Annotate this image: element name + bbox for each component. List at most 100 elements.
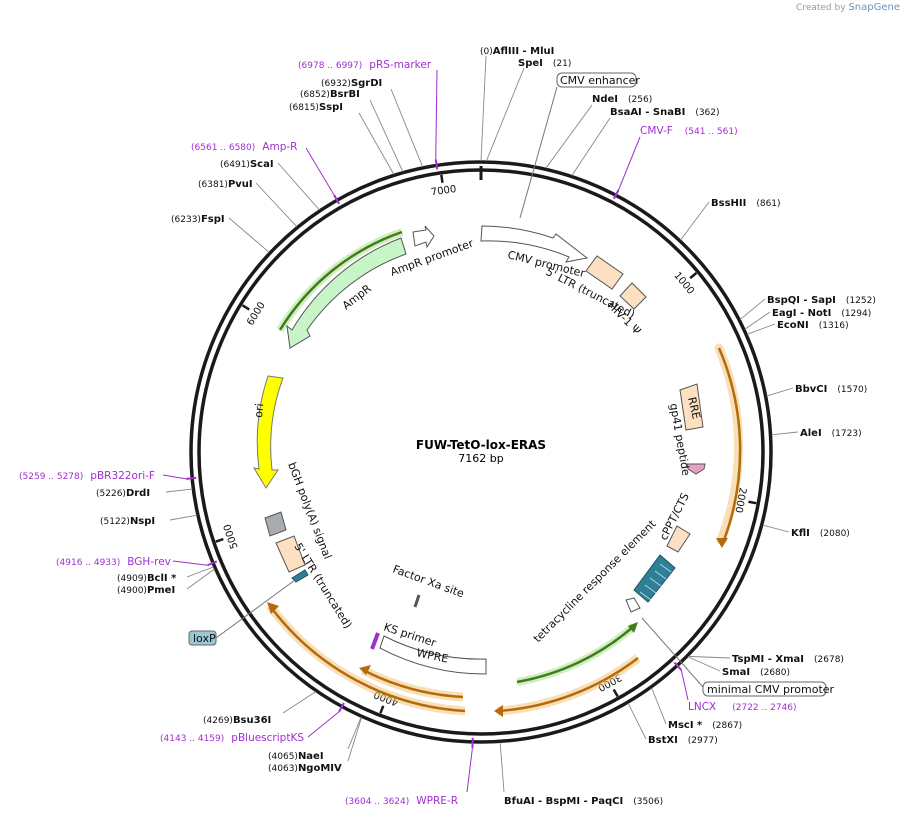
primer-pbluescriptks[interactable]: (4143 .. 4159) pBluescriptKS [160, 702, 345, 744]
site-leader [165, 488, 193, 493]
site-position: (6381) [198, 180, 228, 190]
bgh-polya-box[interactable] [264, 511, 287, 537]
site-bsaai[interactable]: BsaAI - SnaBI(362) [571, 107, 720, 176]
ltr-top-box[interactable] [585, 255, 624, 290]
site-pvui[interactable]: (6381)PvuI [198, 179, 298, 227]
orf-arc-bottom[interactable] [497, 657, 639, 713]
site-leader [651, 687, 667, 725]
site-bfuai[interactable]: BfuAI - BspMI - PaqCI(3506) [499, 742, 663, 807]
site-name: BstXI [648, 735, 678, 746]
tick-mark [612, 688, 619, 698]
gp41-arrow[interactable] [686, 463, 706, 475]
site-name: NdeI [592, 94, 618, 105]
tick-mark [689, 272, 698, 280]
tick-mark [241, 304, 250, 311]
site-bsrbi[interactable]: (6852)BsrBI [300, 89, 404, 172]
site-leader [480, 55, 487, 162]
site-econi[interactable]: EcoNI(1316) [746, 320, 849, 335]
site-leader [347, 716, 362, 750]
primer-range: (6561 .. 6580) [191, 143, 255, 153]
site-label: (4900)PmeI [117, 585, 175, 596]
primer-leader [305, 147, 335, 196]
primer-mark [207, 560, 218, 567]
primer-leader [172, 560, 208, 566]
orf-arrowhead-right [716, 538, 728, 548]
hiv-psi-box[interactable] [619, 282, 647, 310]
ltr-bottom-box[interactable] [275, 535, 306, 573]
primer-range: (4143 .. 4159) [160, 734, 224, 744]
site-sspi[interactable]: (6815)SspI [289, 102, 395, 175]
site-name: BfuAI - BspMI - PaqCI [504, 796, 623, 807]
minimal-cmv-box [702, 681, 827, 697]
site-position: (6852) [300, 90, 330, 100]
ampr-feature[interactable] [286, 237, 407, 349]
site-position: (4269) [203, 716, 233, 726]
primer-lncx[interactable]: LNCX(2722 .. 2746) [673, 661, 797, 713]
primer-prs-marker[interactable]: (6978 .. 6997)pRS-marker [298, 59, 439, 170]
site-position: (21) [553, 59, 571, 69]
ori-feature[interactable] [252, 375, 284, 489]
primer-amp-r[interactable]: (6561 .. 6580)Amp-R [191, 141, 340, 205]
site-tspmi[interactable]: TspMI - XmaI(2678) [688, 654, 844, 665]
cmv-promoter-arrow[interactable] [480, 225, 589, 263]
site-fspi[interactable]: (6233)FspI [171, 214, 270, 253]
site-leader [390, 88, 424, 168]
site-sgrdi[interactable]: (6932)SgrDI [321, 78, 424, 168]
site-bstxi[interactable]: BstXI(2977) [627, 702, 718, 746]
site-afliii[interactable]: (0)AflIII - MluI [480, 46, 554, 162]
site-alei[interactable]: AleI(1723) [771, 428, 862, 439]
orf-arc-right[interactable] [717, 347, 742, 541]
site-pmei[interactable]: (4900)PmeI [117, 568, 215, 596]
site-name: NspI [130, 516, 155, 527]
site-leader [746, 323, 776, 335]
site-bcli[interactable]: (4909)BclI * [117, 566, 214, 584]
cmv-enhancer-box [556, 72, 637, 88]
tre-block[interactable] [633, 554, 676, 603]
site-name: BspQI - SapI [767, 295, 836, 306]
site-label: BsaAI - SnaBI(362) [610, 107, 720, 118]
tre-arc[interactable] [516, 625, 635, 684]
site-spei[interactable]: SpeI(21) [485, 58, 571, 162]
primer-cmv-f[interactable]: CMV-F(541 .. 561) [613, 125, 738, 200]
site-leader [186, 566, 214, 578]
primer-name: LNCX [688, 701, 716, 713]
site-bsu36i[interactable]: (4269)Bsu36I [203, 691, 317, 726]
cppt-box[interactable] [666, 525, 691, 553]
loxp-leader [215, 579, 296, 639]
wpre-box[interactable] [379, 635, 487, 675]
factor-xa-mark[interactable] [413, 594, 421, 608]
site-eagi[interactable]: EagI - NotI(1294) [744, 308, 871, 330]
minimal-promoter-arrow[interactable] [625, 597, 641, 613]
site-label: TspMI - XmaI(2678) [732, 654, 844, 665]
site-bspqi[interactable]: BspQI - SapI(1252) [739, 295, 876, 320]
rre-box[interactable] [679, 383, 704, 431]
site-position: (256) [628, 95, 652, 105]
site-label: BssHII(861) [711, 198, 781, 209]
site-naei[interactable]: (4065)NaeI [268, 716, 362, 762]
primer-label: LNCX(2722 .. 2746) [688, 701, 797, 713]
backbone-outer-circle [189, 160, 773, 744]
site-name: NaeI [298, 751, 324, 762]
ks-primer-mark[interactable] [370, 632, 380, 650]
orf-arc-left-inner[interactable] [362, 668, 464, 699]
site-ngomiv[interactable]: (4063)NgoMIV [268, 717, 363, 774]
primer-pbr322ori-f[interactable]: (5259 .. 5278)pBR322ori-F [19, 470, 197, 482]
site-bsshii[interactable]: BssHII(861) [680, 198, 781, 241]
primer-mark [338, 702, 345, 713]
primer-wpre-r[interactable]: (3604 .. 3624)WPRE-R [345, 737, 474, 807]
site-smai[interactable]: SmaI(2680) [687, 656, 790, 678]
site-label: EcoNI(1316) [777, 320, 849, 331]
ampr-promoter-arrow[interactable] [412, 225, 435, 249]
primer-bgh-rev[interactable]: (4916 .. 4933)BGH-rev [56, 556, 218, 568]
primer-name: pBluescriptKS [231, 732, 304, 744]
site-ndei[interactable]: NdeI (256) [545, 94, 652, 169]
site-leader [744, 311, 771, 330]
site-kfli[interactable]: KflI(2080) [762, 524, 850, 539]
site-bbvci[interactable]: BbvCI(1570) [766, 384, 868, 397]
site-drdi[interactable]: (5226)DrdI [96, 488, 193, 499]
site-msci[interactable]: MscI *(2867) [651, 687, 743, 731]
orf-arc-left-outer[interactable] [268, 605, 466, 713]
site-nspi[interactable]: (5122)NspI [100, 514, 198, 527]
site-scai[interactable]: (6491)ScaI [220, 159, 320, 211]
